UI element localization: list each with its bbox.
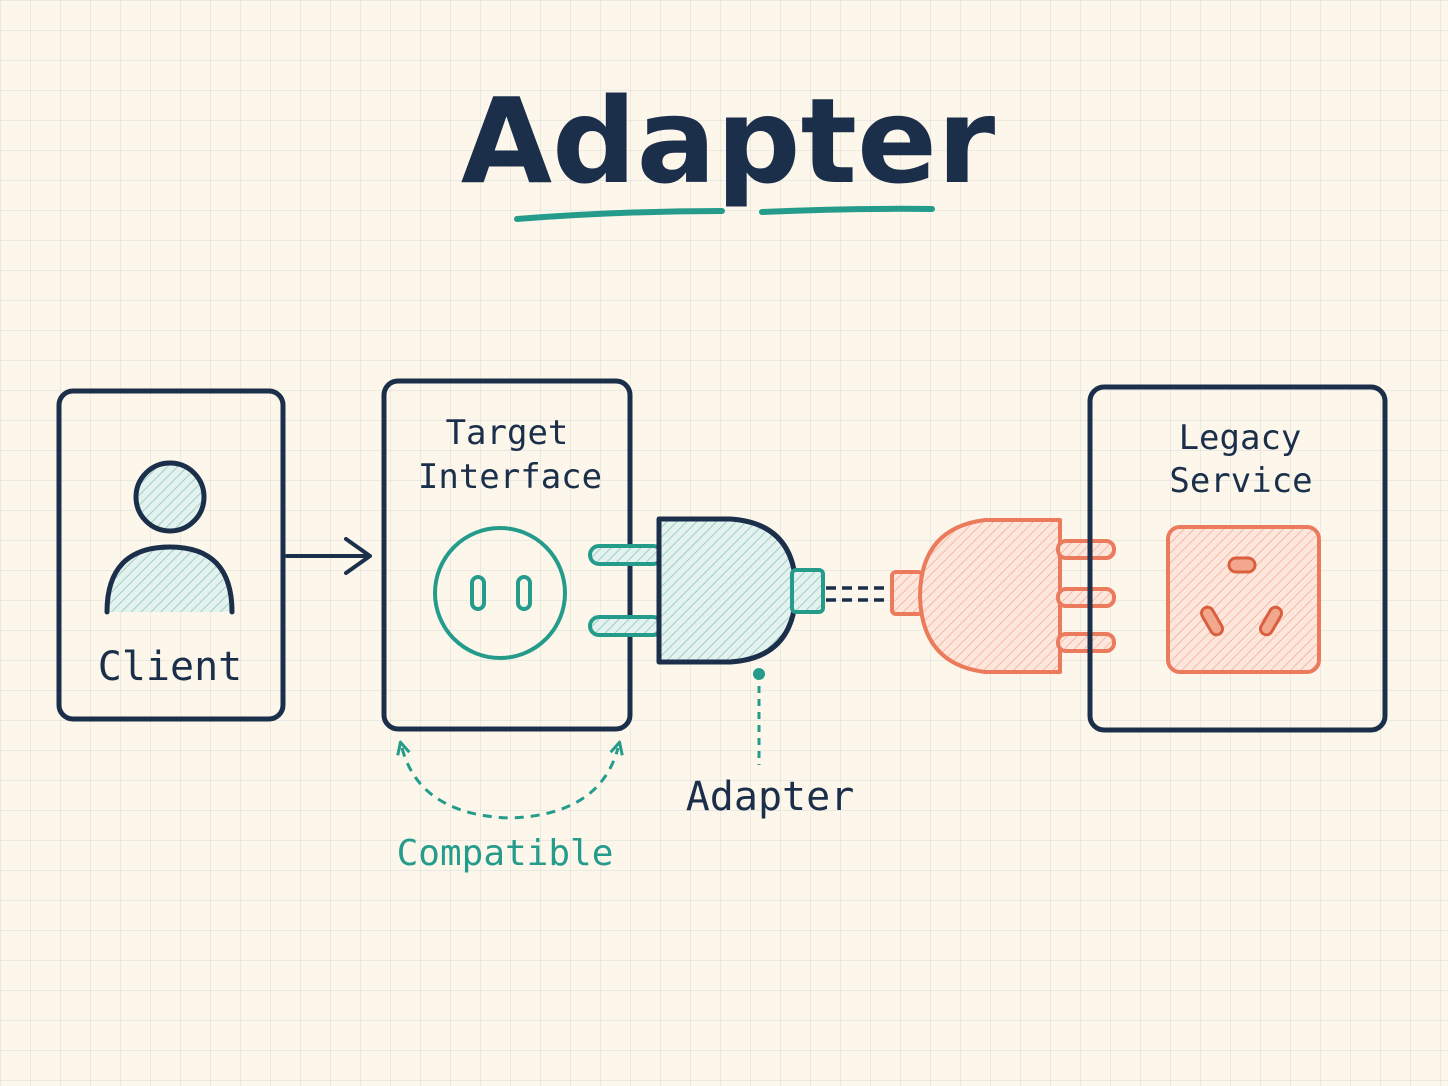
adapter-label: Adapter xyxy=(686,774,855,820)
dashed-cable xyxy=(826,586,892,602)
target-label-line1: Target xyxy=(446,413,569,453)
client-label: Client xyxy=(98,644,243,690)
compatible-label: Compatible xyxy=(397,833,614,874)
three-pin-socket-icon xyxy=(1166,525,1321,674)
two-pin-socket-icon xyxy=(433,526,567,660)
compatible-arc xyxy=(402,748,618,820)
target-interface-box: Target Interface xyxy=(381,378,633,732)
title-underline-left xyxy=(514,208,725,222)
legacy-label-line2: Service xyxy=(1169,461,1312,501)
title-underline-right xyxy=(759,205,935,215)
legacy-plug-icon xyxy=(890,518,1116,674)
person-icon xyxy=(104,460,235,615)
client-box: Client xyxy=(56,388,286,722)
adapter-plug-icon xyxy=(588,516,825,665)
legacy-label-line1: Legacy xyxy=(1179,418,1302,458)
adapter-pointer xyxy=(753,668,765,765)
page-title: Adapter xyxy=(461,72,996,210)
client-to-target-arrow xyxy=(285,537,372,575)
legacy-service-box: Legacy Service xyxy=(1087,384,1388,733)
target-label-line2: Interface xyxy=(418,457,602,497)
